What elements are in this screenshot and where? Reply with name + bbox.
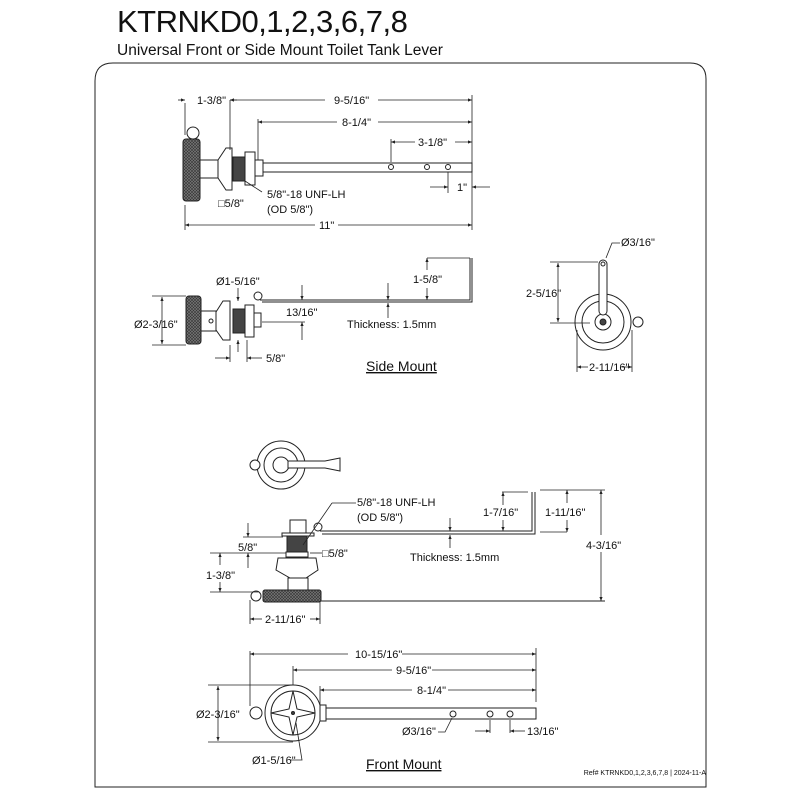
dim-9-5-16-front: 9-5/16" <box>396 665 431 677</box>
top-view: 1-3/8" 9-5/16" 8-1/4" 3-1/8" 1" 5/8"-18 … <box>178 95 490 232</box>
reference-number: Ref# KTRNKD0,1,2,3,6,7,8 | 2024-11-A <box>584 770 707 777</box>
dim-4-3-16: 4-3/16" <box>586 540 621 552</box>
dim-dia-3-16-front: Ø3/16" <box>402 726 436 738</box>
dim-dia-2-3-16: Ø2-3/16" <box>134 319 178 331</box>
dim-8-1-4-front: 8-1/4" <box>417 685 446 697</box>
dim-2-11-16: 2-11/16" <box>589 362 629 374</box>
front-mount-label: Front Mount <box>366 756 442 772</box>
dim-3-1-8: 3-1/8" <box>418 137 447 149</box>
page-subtitle: Universal Front or Side Mount Toilet Tan… <box>117 42 443 59</box>
thickness-label-front: Thickness: 1.5mm <box>410 552 499 564</box>
dim-dia-2-3-16-front: Ø2-3/16" <box>196 709 240 721</box>
dim-1-7-16: 1-7/16" <box>483 507 518 519</box>
dim-13-16: 13/16" <box>286 307 318 319</box>
end-view: 2-5/16" Ø3/16" 2-11/16" <box>526 237 655 374</box>
side-mount-label: Side Mount <box>366 358 437 374</box>
front-mount-view: 10-15/16" 9-5/16" 8-1/4" Ø2-3/16" Ø3/16"… <box>196 648 559 772</box>
dim-8-1-4: 8-1/4" <box>342 117 371 129</box>
square-size-front: □5/8" <box>322 548 348 560</box>
dim-1-3-8-front: 1-3/8" <box>206 570 235 582</box>
dim-dia-1-5-16: Ø1-5/16" <box>216 276 260 288</box>
thread-spec: 5/8"-18 UNF-LH <box>267 189 346 201</box>
side-mount-view: Ø2-3/16" Ø1-5/16" 13/16" Thickness: 1.5m… <box>134 257 473 374</box>
thread-od-front: (OD 5/8") <box>357 512 403 524</box>
dim-5-8-front: 5/8" <box>238 542 257 554</box>
dim-2-5-16: 2-5/16" <box>526 288 561 300</box>
dim-1-11-16: 1-11/16" <box>545 507 585 519</box>
front-side-view: 5/8"-18 UNF-LH (OD 5/8") 1-7/16" 1-11/16… <box>206 440 621 626</box>
dim-5-8: 5/8" <box>266 353 285 365</box>
square-size: □5/8" <box>218 198 244 210</box>
thread-od: (OD 5/8") <box>267 204 313 216</box>
dim-1-3-8: 1-3/8" <box>197 95 226 107</box>
thread-spec-front: 5/8"-18 UNF-LH <box>357 497 436 509</box>
dim-dia-3-16: Ø3/16" <box>621 237 655 249</box>
dim-11: 11" <box>319 220 334 232</box>
dim-9-5-16: 9-5/16" <box>334 95 369 107</box>
drawing-frame <box>94 62 707 788</box>
thickness-label: Thickness: 1.5mm <box>347 319 436 331</box>
dim-1: 1" <box>457 182 467 194</box>
dim-1-5-8: 1-5/8" <box>413 274 442 286</box>
page-title: KTRNKD0,1,2,3,6,7,8 <box>117 4 408 39</box>
dim-2-11-16-front: 2-11/16" <box>265 614 305 626</box>
dim-13-16-front: 13/16" <box>527 726 559 738</box>
dim-dia-1-5-16-front: Ø1-5/16" <box>252 755 296 767</box>
dim-10-15-16: 10-15/16" <box>355 649 402 661</box>
